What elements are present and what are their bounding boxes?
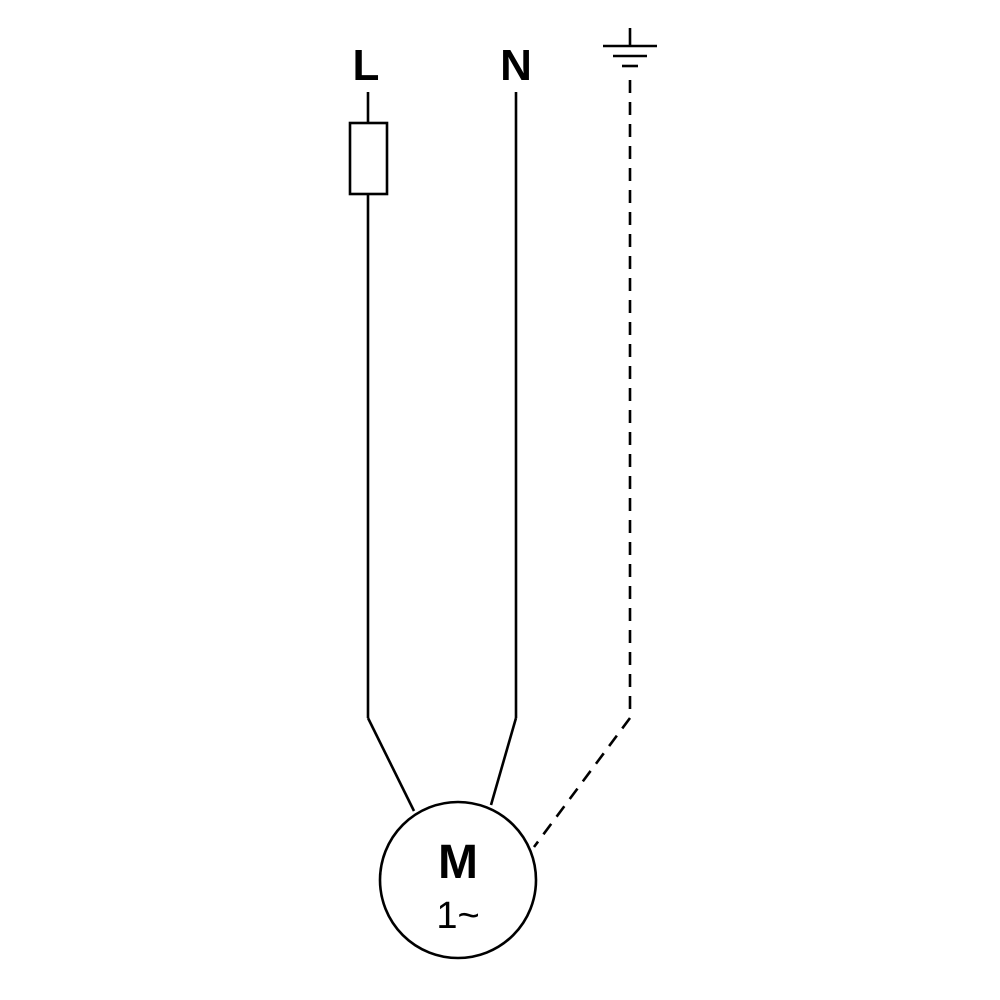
earth-ground-icon [603, 28, 657, 68]
neutral-wire [489, 92, 518, 806]
live-terminal-label: L [353, 41, 380, 90]
fuse-symbol [348, 121, 389, 196]
motor-symbol: M 1~ [378, 800, 538, 960]
live-wire [348, 92, 416, 812]
phase-label: 1~ [436, 895, 479, 937]
neutral-terminal-label: N [500, 41, 532, 90]
motor-label: M [438, 836, 478, 889]
motor-circle [378, 800, 538, 960]
ground-wire [532, 80, 632, 848]
